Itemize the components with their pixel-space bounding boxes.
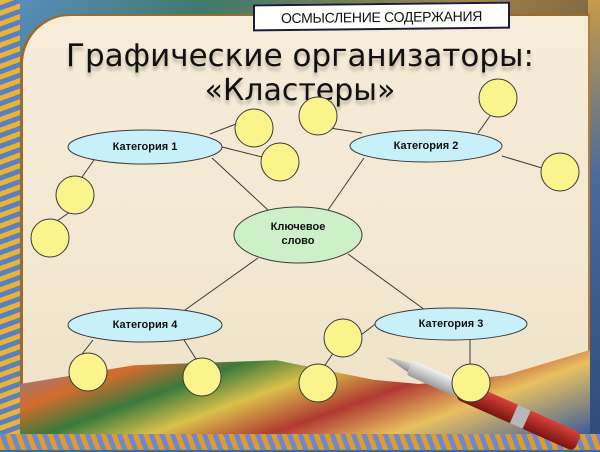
- leaf-circle: [478, 78, 518, 118]
- leaf-circle: [30, 218, 70, 258]
- category-1-oval: [67, 129, 223, 165]
- center-label-line2: слово: [281, 235, 315, 247]
- category-2-label: Категория 2: [393, 140, 459, 152]
- left-border: [0, 0, 20, 450]
- slide-title-line2: «Кластеры»: [204, 73, 396, 108]
- category-4-oval: [67, 307, 223, 343]
- center-keyword-label: Ключевое слово: [234, 220, 362, 248]
- category-3-oval: [374, 307, 528, 341]
- slide-title-line1: Графические организаторы:: [66, 38, 534, 74]
- leaf-circles: [30, 78, 580, 403]
- leaf-circle: [260, 142, 300, 182]
- leaf-circle: [68, 352, 108, 392]
- connector-center-cat1: [211, 157, 269, 211]
- center-keyword-oval: [233, 206, 363, 264]
- leaf-circle: [55, 175, 95, 215]
- category-4-label: Категория 4: [112, 319, 178, 331]
- connector-center-cat4: [184, 257, 259, 311]
- bottom-border: [0, 434, 600, 450]
- category-2-oval: [349, 129, 503, 163]
- leaf-circle: [298, 363, 338, 403]
- center-label-line1: Ключевое: [270, 221, 326, 233]
- connector-center-cat2: [327, 157, 365, 211]
- leaf-circle: [451, 363, 491, 403]
- category-3-label: Категория 3: [418, 318, 484, 330]
- category-ovals: [67, 129, 528, 343]
- category-1-label: Категория 1: [112, 141, 178, 153]
- leaf-circle: [540, 152, 580, 192]
- leaf-circle: [323, 318, 363, 358]
- connector-center-cat3: [347, 253, 426, 311]
- leaf-circle: [298, 96, 338, 136]
- right-border: [588, 0, 600, 450]
- leaf-circle: [234, 108, 274, 148]
- leaf-circle: [182, 357, 222, 397]
- connectors: [56, 115, 543, 366]
